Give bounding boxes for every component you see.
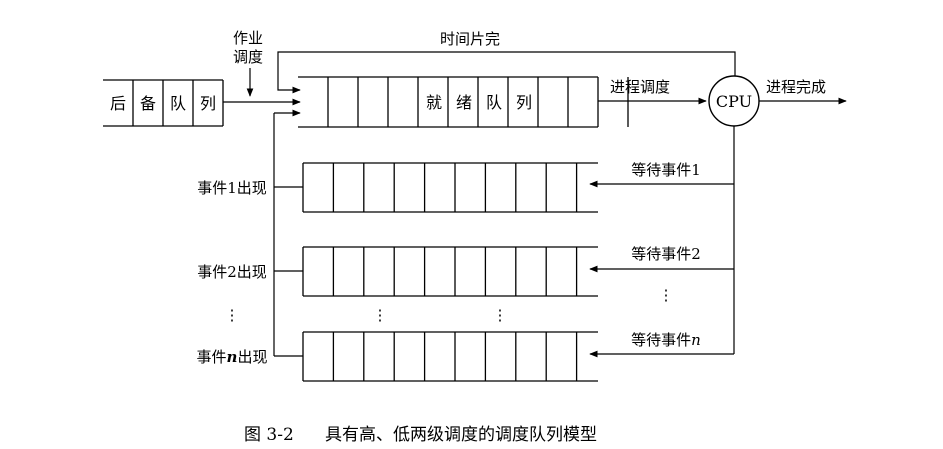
backup-queue: 后 备 队 列 [103,79,224,127]
event-n-label: 事件n出现 [197,348,268,366]
ready-queue-cell: 就 [426,93,442,112]
backup-queue-cell: 列 [200,94,216,113]
time-slice-label: 时间片完 [440,30,500,48]
ellipsis-queue-right: ⋮ [493,306,508,324]
process-complete-label: 进程完成 [766,78,826,96]
ready-queue: 就 绪 队 列 [298,76,629,128]
wait-event-n-label: 等待事件n [631,331,701,349]
blocked-queue-n [302,331,598,382]
time-slice-loop-arrow [277,51,736,94]
ready-queue-cell: 列 [516,93,532,112]
ellipsis-right: ⋮ [659,286,674,304]
ready-queue-cell: 绪 [456,93,472,112]
wait-event-1-label: 等待事件1 [631,161,701,179]
figure-number: 图 3-2 [244,425,294,445]
blocked-queue-1 [302,162,598,213]
ellipsis-queue-left: ⋮ [373,306,388,324]
backup-queue-cell: 备 [140,94,156,113]
ellipsis-left: ⋮ [225,306,240,324]
job-scheduling-label: 调度 [233,48,263,66]
cpu-label: CPU [716,92,752,111]
job-scheduling-label: 作业 [233,29,263,47]
figure-title: 具有高、低两级调度的调度队列模型 [325,425,597,445]
backup-queue-cell: 后 [110,94,126,113]
event-1-label: 事件1出现 [197,179,267,197]
process-scheduling-label: 进程调度 [610,78,670,96]
blocked-queue-2 [302,246,598,297]
wait-event-2-label: 等待事件2 [631,245,701,263]
event-2-label: 事件2出现 [197,263,267,281]
backup-queue-cell: 队 [170,94,186,113]
ready-queue-cell: 队 [486,93,502,112]
